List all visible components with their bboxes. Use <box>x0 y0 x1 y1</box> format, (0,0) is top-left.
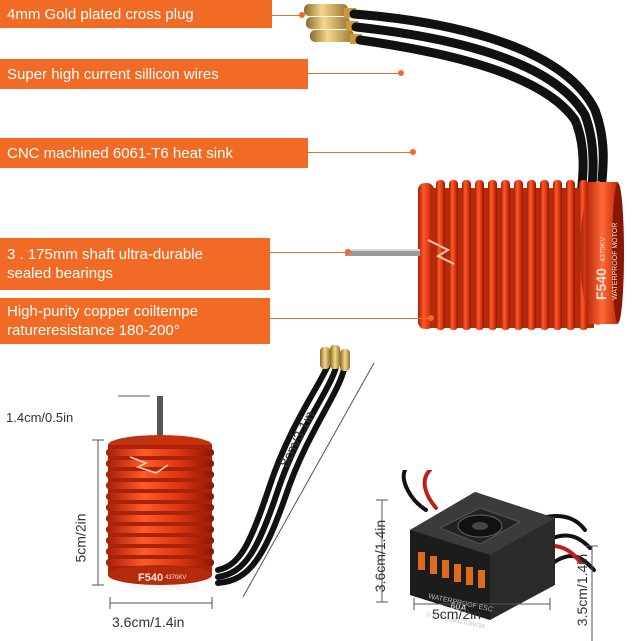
heat-sink-fin <box>527 180 536 330</box>
heat-sink-fins <box>418 180 624 330</box>
callout-wires-line <box>308 73 400 74</box>
small-brand-logo-icon <box>129 456 169 474</box>
heat-sink-fin <box>501 180 510 330</box>
callout-copper-dot <box>428 315 434 321</box>
small-gold-plug-icon <box>320 345 350 371</box>
callout-wires: Super high current sillicon wires <box>0 59 308 89</box>
small-heat-sink-fin <box>106 559 214 566</box>
callout-shaft-text-1: 3 . 175mm shaft ultra-durable <box>7 246 203 263</box>
heat-sink-fin <box>449 180 458 330</box>
small-heat-sink-fin <box>106 548 214 555</box>
motor-sub-text: WATERPROOF MOTOR <box>612 223 619 300</box>
dim-motor-height: 5cm/2in <box>72 513 89 563</box>
small-motor-sub-text: WATERPROOF MOTOR <box>132 586 199 592</box>
callout-copper-line <box>270 318 430 319</box>
esc-illustration: WATERPROOF ESC 60A 2-3Li-Po BEC:5.8V/3A <box>376 470 598 641</box>
callout-plug: 4mm Gold plated cross plug <box>0 0 272 28</box>
callout-copper-text-2: ratureresistance 180-200° <box>7 322 180 339</box>
callout-heatsink-text: CNC machined 6061-T6 heat sink <box>7 144 233 162</box>
esc-body <box>410 492 555 620</box>
callout-shaft-line <box>270 252 348 253</box>
callout-wires-text: Super high current sillicon wires <box>7 65 219 83</box>
silicon-wires <box>349 9 608 210</box>
heat-sink-fin <box>566 180 575 330</box>
small-heat-sink-fin <box>106 526 214 533</box>
small-motor-kv-text: 4370KV <box>165 575 186 581</box>
callout-shaft-dot <box>345 249 351 255</box>
motor-shaft <box>345 249 420 256</box>
esc-dimension-lines <box>376 499 598 641</box>
dim-esc-height: 3.6cm/1.4in <box>372 519 389 593</box>
dimension-lines <box>92 362 375 609</box>
small-heat-sink-fin <box>106 471 214 478</box>
small-heat-sink-fin <box>106 482 214 489</box>
callout-shaft-text-2: sealed bearings <box>7 265 113 282</box>
small-heat-sink-fin <box>106 504 214 511</box>
heat-sink-fin <box>488 180 497 330</box>
brand-logo-icon <box>427 239 455 265</box>
small-heat-sink-fin <box>106 460 214 467</box>
callout-copper: High-purity copper coiltempe ratureresis… <box>0 298 270 344</box>
small-motor-illustration: F540 4370KV WATERPROOF MOTOR <box>92 345 375 609</box>
small-heat-sink-fin <box>106 537 214 544</box>
callout-plug-text: 4mm Gold plated cross plug <box>7 5 194 23</box>
main-motor-illustration: F540 4370KV WATERPROOF MOTOR <box>304 4 624 330</box>
motor-model-text: F540 <box>593 268 609 300</box>
heat-sink-fin <box>540 180 549 330</box>
callout-plug-line <box>272 15 302 16</box>
heat-sink-fin <box>514 180 523 330</box>
dim-esc-depth: 3.5cm/1.4in <box>574 553 591 627</box>
callout-heatsink-line <box>308 152 412 153</box>
small-motor-body <box>106 435 214 585</box>
small-heat-sink-fin <box>106 449 214 456</box>
heat-sink-fin <box>553 180 562 330</box>
callout-heatsink: CNC machined 6061-T6 heat sink <box>0 138 308 168</box>
small-heat-sink-fin <box>106 493 214 500</box>
callout-plug-dot <box>299 12 305 18</box>
motor-kv-text: 4370KV <box>600 237 607 262</box>
dim-motor-width: 3.6cm/1.4in <box>112 614 185 630</box>
small-heat-sink-fin <box>106 515 214 522</box>
callout-heatsink-dot <box>410 149 416 155</box>
callout-shaft: 3 . 175mm shaft ultra-durable sealed bea… <box>0 238 270 290</box>
small-motor-model-text: F540 <box>138 572 163 584</box>
callout-copper-text-1: High-purity copper coiltempe <box>7 303 198 320</box>
heat-sink-fin <box>475 180 484 330</box>
small-motor-wires <box>215 362 347 586</box>
heat-sink-fin <box>462 180 471 330</box>
dim-esc-width: 5cm/2in <box>432 606 482 622</box>
callout-wires-dot <box>398 70 404 76</box>
small-motor-shaft <box>157 396 163 440</box>
dim-shaft-length: 1.4cm/0.5in <box>6 410 74 425</box>
